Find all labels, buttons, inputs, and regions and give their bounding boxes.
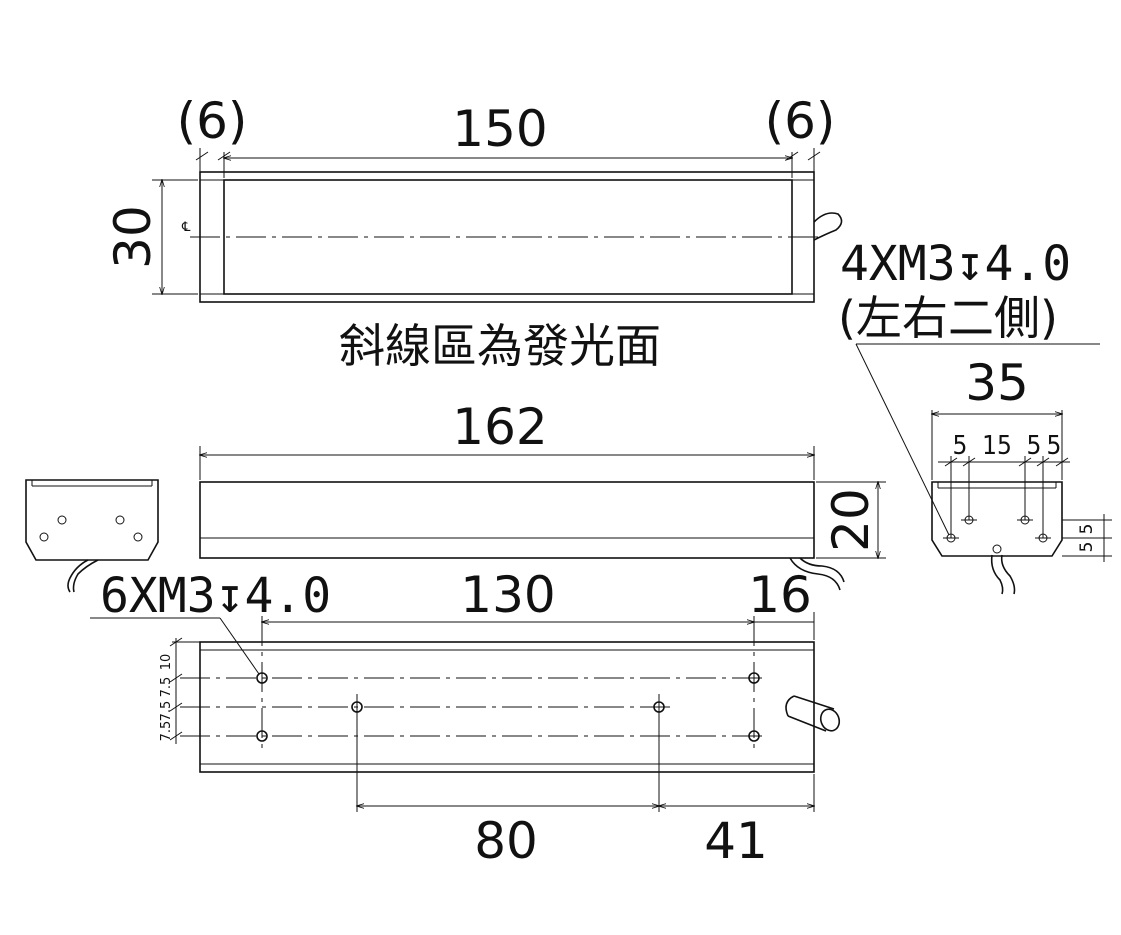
dim-tick bbox=[944, 457, 958, 467]
dim-tick bbox=[169, 731, 183, 741]
side-view-cable bbox=[789, 557, 845, 591]
dim-tick bbox=[169, 673, 183, 683]
bottom-hole bbox=[256, 672, 268, 684]
side-view-outline bbox=[199, 481, 815, 559]
right-end-view: 35 5 15 5 5 5 5 4XM3↧4.0 (左右二側) bbox=[838, 236, 1112, 595]
dim-label-height-20: 20 bbox=[822, 488, 880, 552]
dim-tick bbox=[962, 457, 976, 467]
dim-label-width-35: 35 bbox=[965, 354, 1029, 412]
bottom-view-cable bbox=[785, 695, 841, 732]
bottom-hole bbox=[256, 730, 268, 742]
left-end-hole bbox=[57, 515, 67, 525]
bottom-hole bbox=[748, 672, 760, 684]
callout-leader bbox=[219, 617, 260, 675]
dim-label-hole-span-130: 130 bbox=[460, 566, 555, 624]
right-end-holes bbox=[943, 515, 1051, 543]
dim-label-vert-7-5c: 7.5 bbox=[159, 721, 174, 742]
emitting-area-caption: 斜線區為發光面 bbox=[339, 319, 661, 373]
dim-label-5c: 5 bbox=[1047, 431, 1062, 461]
dim-label-vert-5a: 5 bbox=[1077, 524, 1097, 535]
left-end-view bbox=[25, 479, 159, 593]
centerline-mark: ℄ bbox=[181, 220, 191, 235]
dim-label-vert-7-5b: 7.5 bbox=[159, 701, 174, 722]
dim-tick bbox=[169, 702, 183, 712]
dim-label-vert-5b: 5 bbox=[1077, 542, 1097, 553]
callout-leader bbox=[855, 343, 950, 536]
dim-label-left-margin: (6) bbox=[177, 92, 248, 150]
left-end-cable bbox=[67, 559, 99, 593]
dim-label-length-162: 162 bbox=[452, 398, 547, 456]
dim-label-5a: 5 bbox=[953, 431, 968, 461]
bottom-view: 130 16 6XM3↧4.0 80 41 10 7.5 7.5 7.5 bbox=[90, 566, 841, 870]
dim-label-right-margin: (6) bbox=[765, 92, 836, 150]
right-end-cable bbox=[990, 554, 1016, 595]
dim-label-height-30: 30 bbox=[104, 205, 162, 269]
top-view: ℄ 150 (6) (6) 30 斜線區為發光面 bbox=[104, 92, 843, 373]
right-hole-callout-note: (左右二側) bbox=[838, 291, 1058, 345]
dim-label-vert-7-5a: 7.5 bbox=[159, 677, 174, 698]
left-end-outline bbox=[25, 479, 159, 561]
bottom-holes bbox=[256, 672, 760, 742]
top-view-cable bbox=[813, 212, 843, 241]
bottom-hole bbox=[351, 701, 363, 713]
dim-label-vert-10: 10 bbox=[159, 654, 174, 671]
dim-tick bbox=[785, 151, 799, 161]
left-end-hole bbox=[133, 532, 143, 542]
dim-tick bbox=[195, 151, 209, 161]
dim-label-width-150: 150 bbox=[452, 100, 547, 158]
right-hole-callout: 4XM3↧4.0 bbox=[840, 236, 1071, 292]
dim-label-end-offset-16: 16 bbox=[748, 566, 812, 624]
side-view: 162 20 bbox=[199, 398, 886, 591]
dim-label-inner-span-80: 80 bbox=[474, 812, 538, 870]
dim-tick bbox=[1036, 457, 1050, 467]
dim-tick bbox=[1055, 457, 1069, 467]
dim-tick bbox=[807, 151, 821, 161]
left-end-hole bbox=[39, 532, 49, 542]
bottom-hole bbox=[748, 730, 760, 742]
dim-label-right-offset-41: 41 bbox=[704, 812, 768, 870]
dim-tick bbox=[169, 637, 183, 647]
right-end-outline bbox=[931, 481, 1063, 557]
dim-label-15: 15 bbox=[982, 431, 1012, 461]
bottom-hole bbox=[653, 701, 665, 713]
dim-tick bbox=[1018, 457, 1032, 467]
dim-label-5b: 5 bbox=[1027, 431, 1042, 461]
right-end-cable-hole bbox=[992, 544, 1002, 554]
dim-tick bbox=[217, 151, 231, 161]
left-end-hole bbox=[115, 515, 125, 525]
bottom-hole-callout: 6XM3↧4.0 bbox=[100, 568, 331, 624]
